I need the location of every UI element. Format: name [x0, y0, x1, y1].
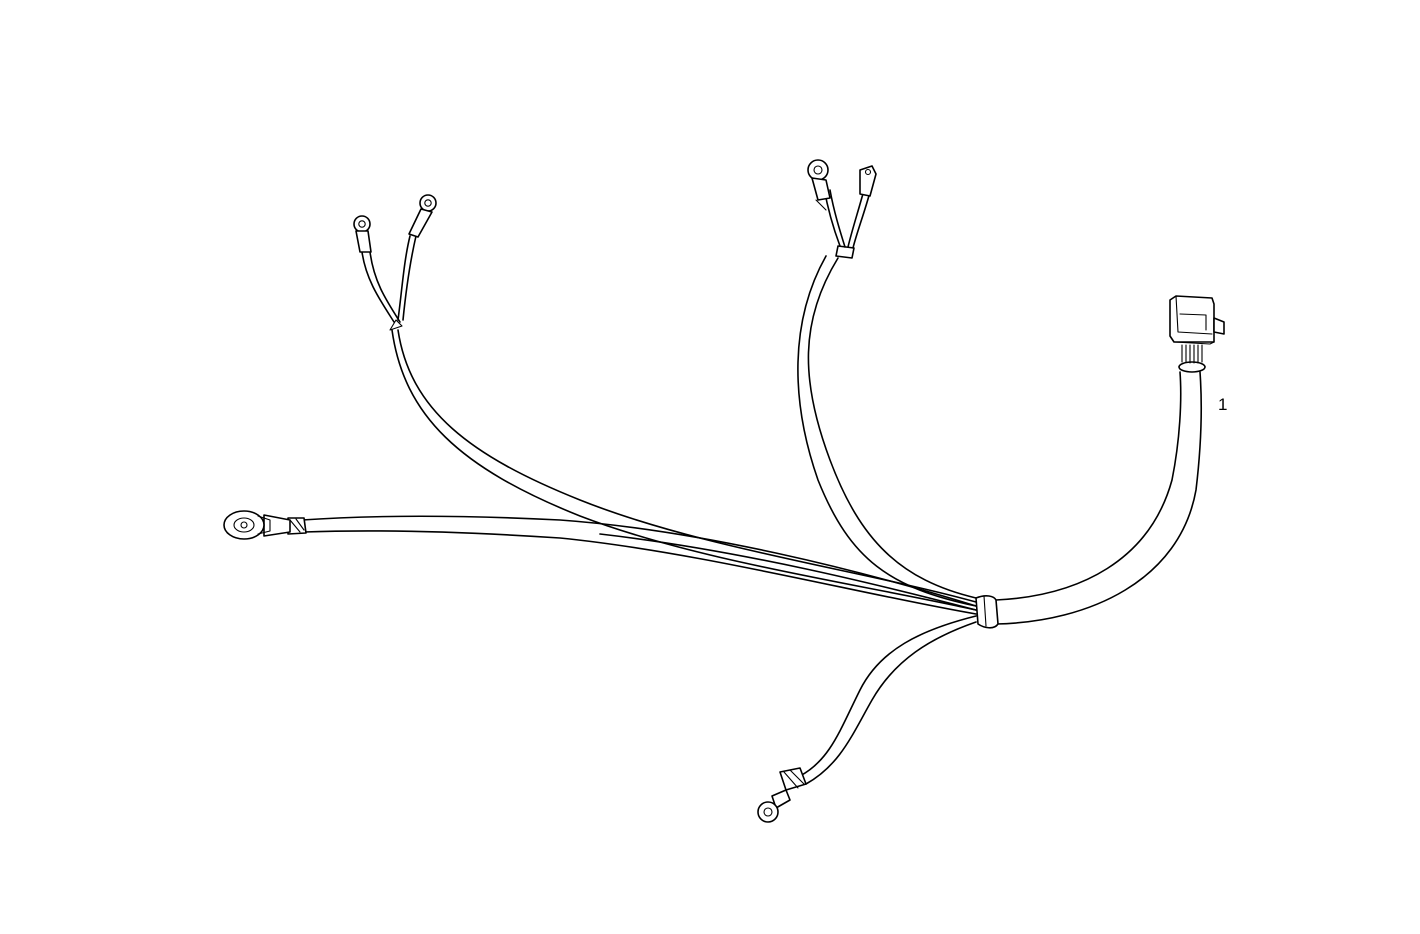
branch-left	[223, 510, 977, 615]
branch-upper-right	[797, 159, 977, 607]
multi-pin-connector	[1169, 295, 1225, 373]
branch-lower	[757, 615, 977, 823]
branch-upper-left	[353, 194, 977, 611]
junction-clip	[975, 595, 999, 629]
main-trunk	[995, 371, 1202, 625]
callout-label-1: 1	[1218, 395, 1228, 414]
